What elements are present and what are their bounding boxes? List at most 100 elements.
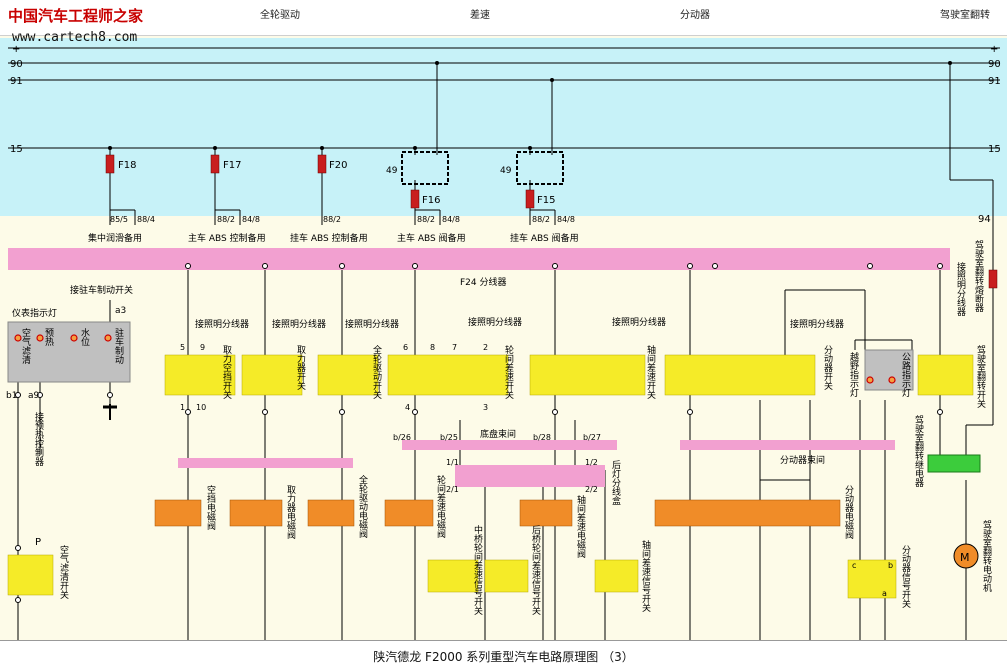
valve-transfer: 分动器电磁阀: [843, 485, 854, 540]
chassis-harness-bar: [402, 440, 617, 450]
lighting-dist-5: 接照明分线器: [612, 316, 666, 328]
spare-abs-ctrl-main: 主车 ABS 控制备用: [188, 232, 266, 244]
pin-b26: b/26: [393, 433, 411, 442]
pin-88-2b: 88/2: [323, 215, 341, 224]
awd-harness-bar: [178, 458, 353, 468]
solenoid-valves: [154, 499, 841, 527]
p-symbol: P: [35, 537, 41, 548]
website-url: www.cartech8.com: [12, 30, 138, 45]
lamp-preheat: 预热: [43, 328, 54, 347]
f24-distributor-label: F24 分线器: [460, 276, 507, 288]
cab-tilt-fuse-label: 驾驶室翻转熔断器: [973, 240, 984, 312]
section-diff: 差速: [470, 10, 490, 21]
switch-pto: 取力器开关: [295, 345, 306, 391]
pin-b: b: [888, 561, 893, 570]
pin-a3: a3: [115, 306, 126, 316]
preheat-controller-label: 接预热控制器: [33, 411, 44, 466]
chassis-harness-label: 底盘束间: [480, 428, 516, 440]
signal-rear-axle: 后桥轮间差速信号开关: [530, 525, 541, 616]
diagram-title: 陕汽德龙 F2000 系列重型汽车电路原理图 （3）: [373, 650, 634, 664]
signal-mid-axle: 中桥轮间差速信号开关: [472, 524, 483, 616]
fuse-group: [105, 154, 998, 289]
fuse-f18: [105, 154, 115, 174]
cab-lighting-dist: 接照明分线器: [955, 261, 966, 316]
pin-b25: b/25: [440, 433, 458, 442]
fuse-f15: [525, 189, 535, 209]
pin-84-8a: 84/8: [242, 215, 260, 224]
lamp-air-filter: 空气滤清: [20, 327, 31, 365]
pin-6: 6: [403, 343, 408, 352]
indicator-panel: [864, 349, 914, 391]
rail-plus-left: +: [12, 44, 20, 55]
spare-central-lube: 集中润滑备用: [88, 232, 142, 244]
footer: 陕汽德龙 F2000 系列重型汽车电路原理图 （3）: [0, 640, 1007, 667]
pin-88-2a: 88/2: [217, 215, 235, 224]
pin-2-1: 2/1: [446, 485, 459, 494]
pin-8: 8: [430, 343, 435, 352]
f24-distributor: [8, 248, 950, 270]
valve-axle-diff: 轴间差速电磁阀: [575, 494, 586, 559]
pin-88-4: 88/4: [137, 215, 155, 224]
rear-lamp-box: 后灯分线盒: [610, 460, 621, 505]
fuse-f18-label: F18: [118, 160, 136, 171]
rail-91-left: 91: [10, 76, 23, 87]
lamp-park-brake: 驻车制动: [113, 328, 124, 365]
switch-transfer: 分动器开关: [822, 345, 833, 391]
switch-cab-tilt: 驾驶室翻转开关: [975, 345, 986, 409]
fuse-cab-tilt: [988, 269, 998, 289]
supply-rail-area: [0, 38, 1007, 216]
instrument-panel: [7, 321, 131, 383]
instrument-lamp-label: 仪表指示灯: [12, 307, 57, 319]
fuse-f20-label: F20: [329, 160, 347, 171]
pin-b27: b/27: [583, 433, 601, 442]
lighting-dist-1: 接照明分线器: [195, 318, 249, 330]
pin-2: 2: [483, 343, 488, 352]
pin-c: c: [852, 561, 856, 570]
cab-tilt-relay-label: 驾驶室翻转继电器: [913, 415, 924, 487]
rear-lamp-box-bar: [455, 465, 605, 487]
switch-awd: 全轮驱动开关: [371, 344, 382, 400]
pin-a: a: [882, 589, 887, 598]
rail-plus-right: +: [990, 44, 998, 55]
section-transfer: 分动器: [680, 10, 710, 21]
lamp-water: 水位: [79, 327, 90, 347]
pin-85-5: 85/5: [110, 215, 128, 224]
switch-pto-neutral: 取力空挡开关: [221, 345, 232, 400]
fuse-f16-label: F16: [422, 195, 440, 206]
pin-10: 10: [196, 403, 206, 412]
cab-tilt-motor-icon: [953, 543, 979, 569]
spare-abs-valve-trailer: 挂车 ABS 阀备用: [510, 232, 579, 244]
lamp-road: 公路指示灯: [900, 352, 911, 398]
pin-84-8d: 84/8: [557, 215, 575, 224]
pin-88-2c: 88/2: [417, 215, 435, 224]
rail-94: 94: [978, 214, 991, 225]
valve-awd: 全轮驱动电磁阀: [357, 474, 368, 539]
signal-transfer: 分动器信号开关: [900, 545, 911, 609]
fuse-f16: [410, 189, 420, 209]
lighting-dist-2: 接照明分线器: [272, 318, 326, 330]
lighting-dist-4: 接照明分线器: [468, 316, 522, 328]
rail-90-left: 90: [10, 59, 23, 70]
transfer-harness-label: 分动器束间: [780, 454, 825, 466]
pin-1-2: 1/2: [585, 458, 598, 467]
pin-7: 7: [452, 343, 457, 352]
pin-88-2d: 88/2: [532, 215, 550, 224]
pin-2-2: 2/2: [585, 485, 598, 494]
pin-1-1: 1/1: [446, 458, 459, 467]
site-logo: 中国汽车工程师之家: [8, 7, 144, 25]
rail-91-right: 91: [988, 76, 1001, 87]
relay-49-a: 49: [386, 166, 398, 176]
pin-3: 3: [483, 403, 488, 412]
relay-49-b: 49: [500, 166, 512, 176]
lighting-dist-3: 接照明分线器: [345, 318, 399, 330]
valve-pto: 取力器电磁阀: [285, 485, 296, 540]
fuse-f17-label: F17: [223, 160, 241, 171]
pin-4: 4: [405, 403, 410, 412]
pin-a9: a9: [28, 391, 40, 401]
motor-symbol: M: [960, 551, 970, 564]
rail-15-right: 15: [988, 144, 1001, 155]
valve-neutral: 空挡电磁阀: [205, 484, 216, 531]
cab-tilt-motor-label: 驾驶室翻转电动机: [981, 520, 992, 593]
rail-15-left: 15: [10, 144, 23, 155]
